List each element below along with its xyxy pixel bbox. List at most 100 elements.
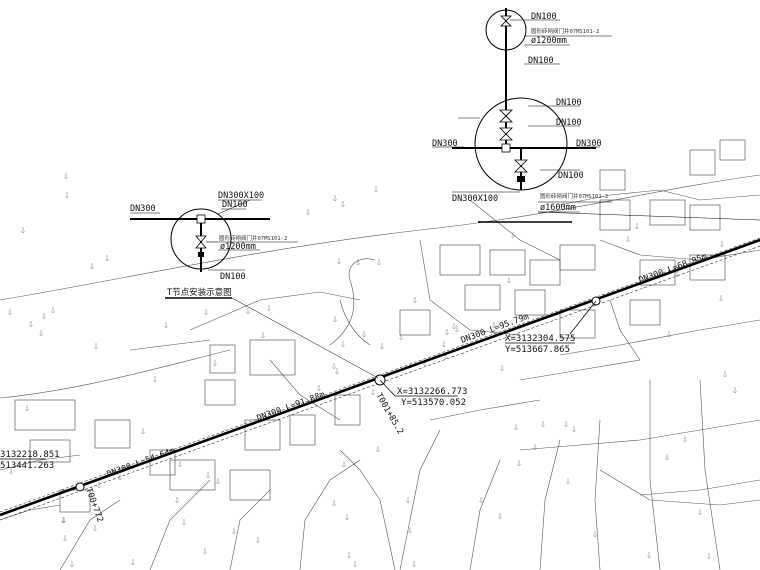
survey-mark <box>256 537 260 544</box>
survey-mark <box>500 365 504 372</box>
node-3-y: 513441.263 <box>0 461 54 471</box>
survey-mark <box>204 309 208 316</box>
survey-mark <box>333 195 337 202</box>
lower-valve-icon-3 <box>514 159 528 173</box>
survey-mark <box>572 426 576 433</box>
survey-mark <box>333 316 337 323</box>
t-detail-tee: DN300X100 <box>218 191 264 201</box>
survey-mark <box>492 322 496 329</box>
survey-mark <box>455 326 459 333</box>
building-outlines <box>14 139 746 513</box>
node-1-callout: X=3132304.575 Y=513667.865 <box>505 300 597 355</box>
survey-mark <box>342 461 346 468</box>
node-1-x: X=3132304.575 <box>505 334 575 344</box>
survey-mark <box>93 525 97 532</box>
survey-mark <box>341 201 345 208</box>
top-detail-label-2: 圆形砖砌阀门井07MS101-2 <box>531 27 599 35</box>
survey-mark <box>626 236 630 243</box>
top-detail-label-3: ø1200mm <box>531 36 567 46</box>
node-3-tag: T00+772 <box>83 487 105 524</box>
survey-mark <box>42 313 46 320</box>
survey-mark <box>593 531 597 538</box>
top-detail-label-9: DN100 <box>558 171 584 181</box>
survey-mark <box>178 461 182 468</box>
survey-mark <box>203 548 207 555</box>
survey-mark <box>29 321 33 328</box>
top-detail-label-10: 圆形砖砌阀门井07MS101-2 <box>540 192 608 200</box>
survey-mark <box>306 209 310 216</box>
survey-mark <box>445 329 449 336</box>
survey-mark <box>511 232 515 239</box>
survey-mark <box>141 428 145 435</box>
survey-mark <box>533 444 537 451</box>
survey-mark <box>498 513 502 520</box>
survey-mark <box>105 255 109 262</box>
survey-mark <box>39 330 43 337</box>
node-1-y: Y=513667.865 <box>505 345 570 355</box>
survey-mark <box>70 561 74 568</box>
survey-mark <box>206 472 210 479</box>
survey-mark <box>94 343 98 350</box>
survey-mark <box>698 509 702 516</box>
survey-mark <box>175 497 179 504</box>
survey-mark <box>635 223 639 230</box>
survey-mark <box>97 482 101 489</box>
topographic-background <box>0 174 760 570</box>
survey-mark <box>246 308 250 315</box>
survey-mark <box>412 561 416 568</box>
survey-mark <box>517 460 521 467</box>
node-3-callout: 3132218.851 513441.263 T00+772 <box>0 450 105 524</box>
t-detail-caption: T节点安装示意图 <box>167 287 232 298</box>
survey-mark <box>413 297 417 304</box>
survey-mark <box>479 497 483 504</box>
survey-mark <box>332 363 336 370</box>
survey-mark <box>347 552 351 559</box>
survey-mark <box>9 468 13 475</box>
survey-mark <box>267 305 271 312</box>
survey-mark <box>564 421 568 428</box>
top-detail-label-1: DN100 <box>531 12 557 22</box>
t-detail-well: 圆形砖砌阀门井07MS101-2 <box>219 234 287 242</box>
survey-mark <box>216 478 220 485</box>
node-2-y: Y=513570.052 <box>401 398 466 408</box>
valve-well-detail: DN100 圆形砖砌阀门井07MS101-2 ø1200mm DN100 DN1… <box>432 8 760 223</box>
survey-mark <box>362 331 366 338</box>
t-detail-dn100b: DN100 <box>220 272 246 282</box>
lower-valve-icon-2 <box>499 127 513 141</box>
segment-label-3: DN300 L=91.88m <box>256 390 327 424</box>
survey-marks <box>8 173 737 568</box>
survey-mark <box>261 332 265 339</box>
survey-mark <box>131 559 135 566</box>
survey-mark <box>182 519 186 526</box>
survey-mark <box>345 514 349 521</box>
survey-mark <box>665 454 669 461</box>
survey-mark <box>683 436 687 443</box>
survey-mark <box>408 527 412 534</box>
survey-mark <box>118 474 122 481</box>
survey-mark <box>25 405 29 412</box>
survey-mark <box>380 343 384 350</box>
t-detail-diameter: ø1200mm <box>220 242 256 252</box>
node-marker-3 <box>75 482 85 492</box>
lower-valve-icon-1 <box>499 109 513 123</box>
gate-valve-icon <box>195 235 207 249</box>
node-2-callout: X=3132266.773 Y=513570.052 T001+85.2 <box>373 379 467 436</box>
survey-mark <box>337 258 341 265</box>
survey-mark <box>442 341 446 348</box>
survey-mark <box>452 323 456 330</box>
survey-mark <box>733 387 737 394</box>
survey-mark <box>719 295 723 302</box>
t-node-detail: DN300 DN300X100 DN100 圆形砖砌阀门井07MS101-2 ø… <box>130 191 379 379</box>
top-detail-label-4: DN100 <box>528 56 554 66</box>
t-detail-dn300: DN300 <box>130 204 156 214</box>
survey-mark <box>371 389 375 396</box>
survey-mark <box>51 307 55 314</box>
survey-mark <box>65 192 69 199</box>
survey-mark <box>232 528 236 535</box>
survey-mark <box>507 277 511 284</box>
survey-mark <box>341 341 345 348</box>
survey-mark <box>153 376 157 383</box>
segment-label-1: DN300 L=68.95m <box>638 252 709 286</box>
survey-mark <box>8 309 12 316</box>
top-detail-label-6: DN100 <box>556 118 582 128</box>
